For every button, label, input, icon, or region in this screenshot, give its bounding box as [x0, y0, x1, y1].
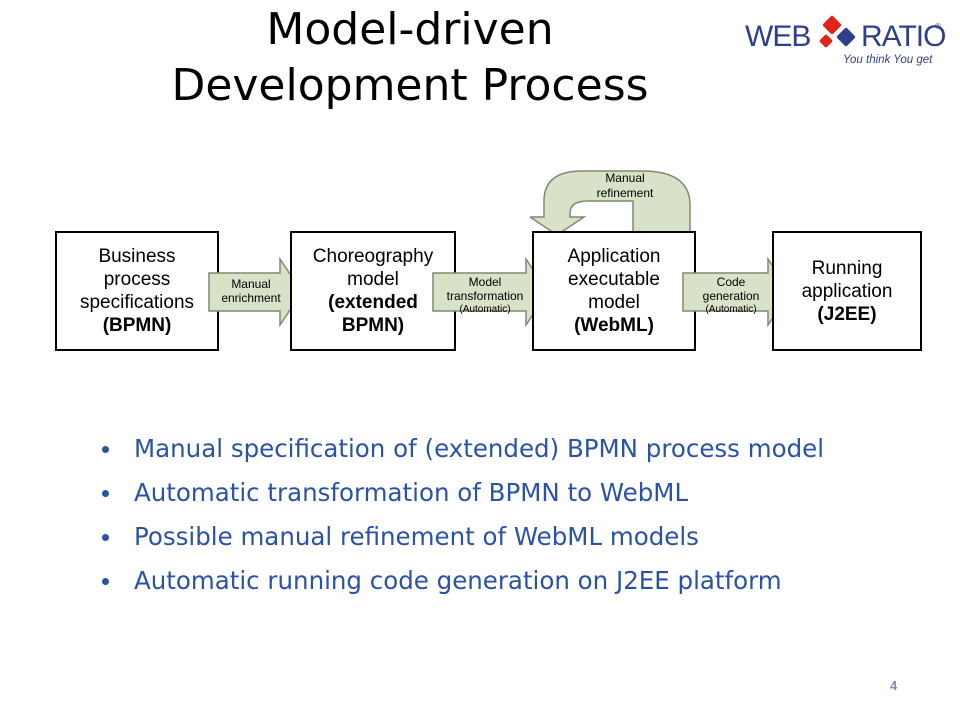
box1-line2: process: [103, 269, 171, 290]
model-transformation-arrow: Model transformation (Automatic): [432, 257, 550, 327]
title-line-1: Model-driven: [266, 4, 554, 55]
page-number: 4: [890, 678, 898, 693]
box2-line1: Choreography: [312, 246, 434, 267]
box2-bold2: BPMN): [341, 315, 405, 336]
manual-refinement-loop-arrow: [530, 170, 691, 235]
arrow2-line2: transformation: [446, 289, 524, 303]
bullet-item: Manual specification of (extended) BPMN …: [100, 432, 920, 466]
logo-diamond-blue-icon: [836, 27, 856, 47]
box2-bold1: (extended: [328, 292, 418, 313]
business-process-box: Business process specifications (BPMN): [55, 231, 219, 351]
box4-line2: application: [801, 280, 893, 302]
arrow2-line1: Model: [468, 275, 502, 289]
box1-line3: specifications: [79, 292, 195, 313]
box1-bold: (BPMN): [102, 315, 172, 336]
loop-label-line-1: Manual: [605, 171, 645, 185]
manual-refinement-label: Manual refinement: [580, 171, 670, 201]
logo-ratio-text: RATIO: [861, 20, 946, 53]
logo-diamond-red-small-icon: [818, 33, 834, 49]
box4-bold: (J2EE): [817, 303, 877, 325]
application-model-box: Application executable model (WebML): [532, 231, 696, 351]
loop-label-line-2: refinement: [596, 186, 654, 200]
arrow3-auto: (Automatic): [705, 304, 757, 315]
logo-registered-mark: ®: [935, 22, 941, 31]
logo-tagline: You think You get: [843, 54, 933, 66]
arrow2-auto: (Automatic): [459, 304, 511, 315]
box4-line1: Running: [811, 257, 883, 279]
bullet-list: Manual specification of (extended) BPMN …: [100, 432, 920, 608]
bullet-item: Automatic running code generation on J2E…: [100, 564, 920, 598]
box3-line1: Application: [567, 246, 661, 267]
box3-bold: (WebML): [574, 315, 654, 336]
bullet-item: Automatic transformation of BPMN to WebM…: [100, 476, 920, 510]
arrow3-line1: Code: [716, 275, 746, 289]
box2-line2: model: [347, 269, 399, 290]
process-diagram: Manual refinement Business process speci…: [50, 165, 925, 360]
arrow1-line1: Manual: [231, 277, 271, 291]
slide-title: Model-driven Development Process: [140, 2, 680, 114]
logo-diamond-red-icon: [822, 15, 842, 35]
running-application-box: Running application (J2EE): [772, 231, 922, 351]
webratio-logo: WEB RATIO ® You think You get: [745, 15, 946, 76]
bullet-item: Possible manual refinement of WebML mode…: [100, 520, 920, 554]
arrow1-line2: enrichment: [221, 291, 281, 305]
logo-web-text: WEB: [745, 20, 811, 53]
code-generation-arrow: Code generation (Automatic): [682, 257, 792, 327]
title-line-2: Development Process: [171, 60, 649, 111]
box1-line1: Business: [98, 246, 176, 267]
box3-line2: executable: [568, 269, 660, 290]
box3-line3: model: [588, 292, 640, 313]
choreography-model-box: Choreography model (extended BPMN): [290, 231, 456, 351]
arrow3-line2: generation: [702, 289, 760, 303]
